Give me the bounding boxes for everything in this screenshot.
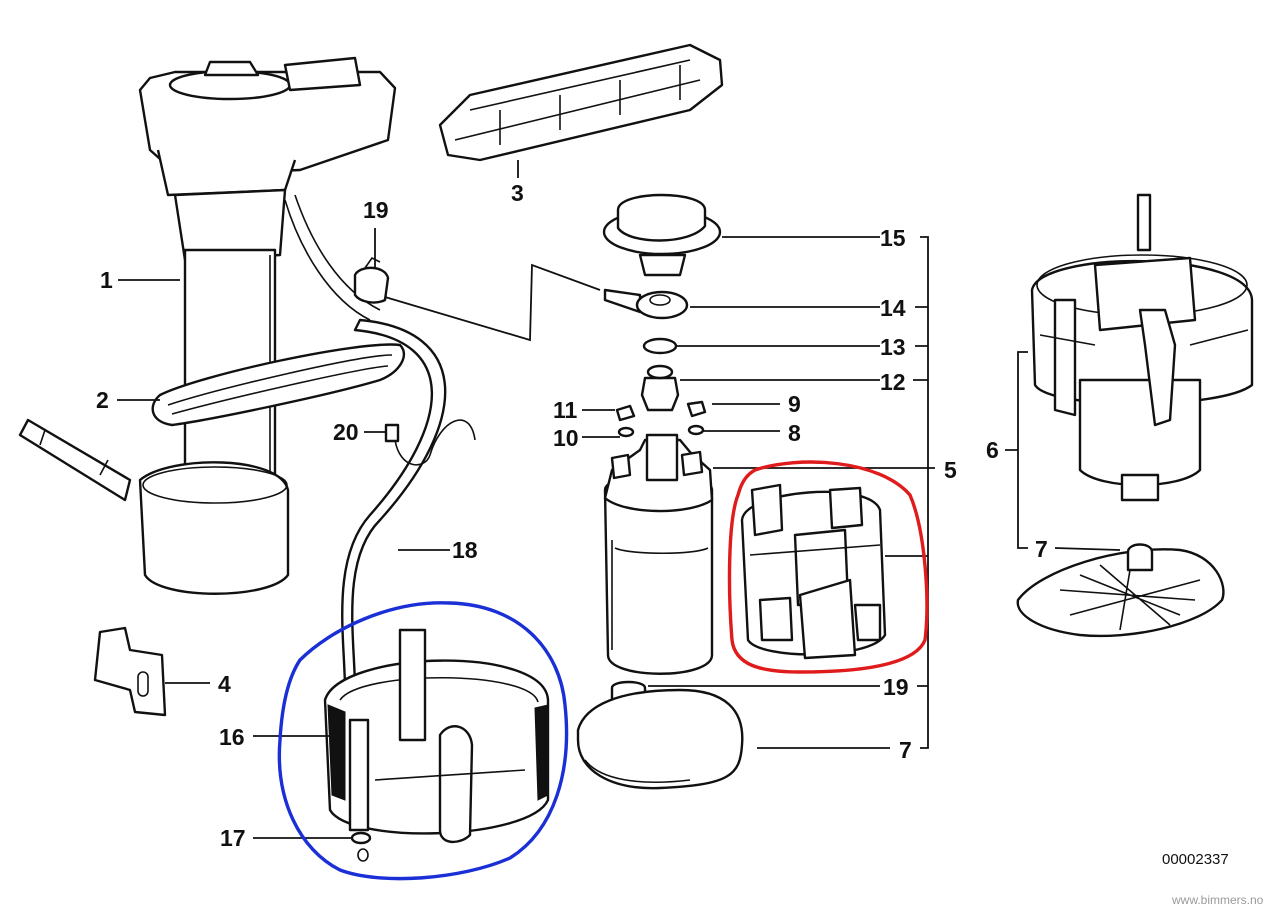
label-11: 11 [553, 397, 578, 423]
label-18: 18 [452, 537, 478, 563]
label-10: 10 [553, 425, 579, 451]
label-14: 14 [880, 295, 906, 321]
label-16: 16 [219, 724, 245, 750]
part-number-labels: 1 2 3 4 5 6 7 7 8 9 10 11 12 13 14 15 16… [96, 180, 1048, 851]
nut-part-11 [615, 404, 636, 422]
label-5: 5 [944, 457, 957, 483]
washer-part-8 [687, 424, 705, 436]
label-7-right: 7 [1035, 536, 1048, 562]
leader-lines [117, 160, 1121, 839]
nut-part-9 [686, 400, 707, 418]
seal-ring-part-13 [642, 337, 678, 355]
o-ring-part-17 [350, 831, 372, 862]
hose-clamp-part-19-left [353, 256, 390, 304]
label-8: 8 [788, 420, 801, 446]
label-6: 6 [986, 437, 999, 463]
label-7-center: 7 [899, 737, 912, 763]
cover-part-3 [438, 43, 724, 162]
watermark: www.bimmers.no [1171, 893, 1264, 907]
gasket-ring-part-2 [151, 343, 406, 427]
fuel-pump-part-5 [603, 433, 714, 675]
red-highlight-outline [727, 460, 929, 674]
label-9: 9 [788, 391, 801, 417]
label-15: 15 [880, 225, 906, 251]
blue-highlight-outline [277, 601, 569, 881]
label-20: 20 [333, 419, 359, 445]
label-12: 12 [880, 369, 906, 395]
label-19-left: 19 [363, 197, 389, 223]
label-19-right: 19 [883, 674, 909, 700]
sensor-wire-part-20 [384, 419, 476, 466]
washer-part-10 [617, 426, 635, 438]
pump-holder-part-16 [323, 628, 550, 844]
filter-screen-part-7-center [576, 688, 744, 790]
label-4: 4 [218, 671, 231, 697]
pump-bracket-part-5-highlighted [740, 483, 887, 660]
diagram-code: 00002337 [1162, 851, 1229, 868]
label-3: 3 [511, 180, 524, 206]
filter-screen-part-7-right [1016, 543, 1225, 638]
label-2: 2 [96, 387, 109, 413]
label-1: 1 [100, 267, 113, 293]
fitting-part-14 [603, 288, 689, 320]
pump-assembly-part-6 [1030, 193, 1254, 502]
fuel-sender-unit-part-1 [18, 56, 397, 595]
label-13: 13 [880, 334, 906, 360]
damper-cap-part-15 [602, 193, 722, 277]
check-valve-part-12 [640, 364, 680, 412]
bracket-clip-part-4 [93, 626, 167, 717]
label-17: 17 [220, 825, 246, 851]
